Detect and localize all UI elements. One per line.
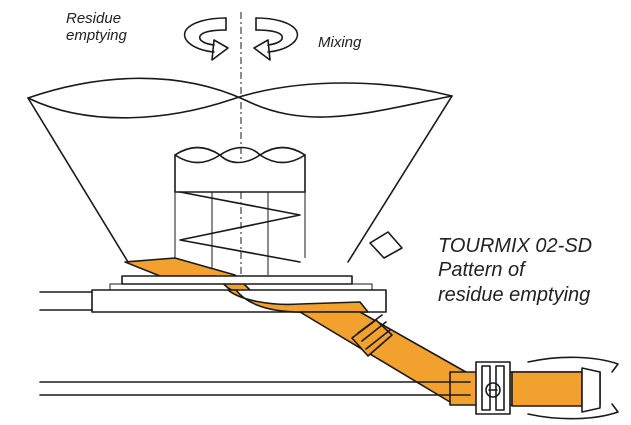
residue-emptying-arrow-icon: [183, 17, 229, 61]
rotation-arrows-icon: [183, 17, 299, 61]
product-caption: TOURMIX 02-SD Pattern of residue emptyin…: [438, 234, 592, 307]
residue-emptying-line2: emptying: [66, 27, 127, 45]
mixer-cone: [27, 77, 453, 275]
mixing-label: Mixing: [318, 34, 362, 51]
pipe-coupling: [511, 356, 619, 420]
valve: [475, 361, 511, 415]
residue-emptying-line1: Residue: [66, 10, 122, 27]
side-port: [369, 231, 403, 259]
base-plate: [39, 275, 387, 313]
caption-line2: Pattern of: [438, 259, 525, 282]
mixing-screw: [174, 146, 306, 263]
caption-line3: residue emptying: [438, 283, 591, 306]
residue-emptying-label: Residue emptying: [66, 10, 127, 45]
product-name: TOURMIX 02-SD: [438, 235, 593, 257]
mixing-arrow-icon: [253, 17, 299, 61]
